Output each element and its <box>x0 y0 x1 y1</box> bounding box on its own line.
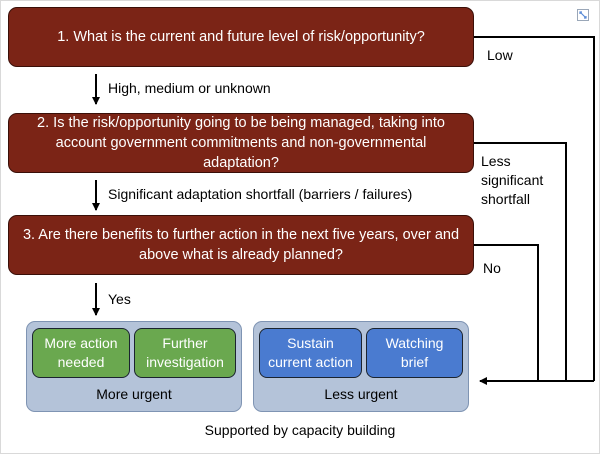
further-investigation-line1: Further <box>162 335 208 351</box>
less-line1: Less <box>481 153 511 169</box>
more-action-needed-box: More action needed <box>32 328 130 378</box>
label-less-significant-shortfall: Less significant shortfall <box>481 152 543 209</box>
less-line3: shortfall <box>481 191 531 207</box>
more-urgent-group: More action needed Further investigation… <box>26 321 242 412</box>
further-investigation-box: Further investigation <box>134 328 236 378</box>
footer-capacity-building: Supported by capacity building <box>204 422 396 438</box>
sustain-current-action-box: Sustain current action <box>259 328 362 378</box>
path-low <box>474 36 595 381</box>
less-urgent-group: Sustain current action Watching brief Le… <box>253 321 469 412</box>
question-2-line1: 2. Is the risk/opportunity going to be b… <box>37 115 445 131</box>
more-urgent-label: More urgent <box>96 386 172 402</box>
sustain-line1: Sustain <box>287 335 334 351</box>
question-1-box: 1. What is the current and future level … <box>8 7 474 67</box>
question-2-box: 2. Is the risk/opportunity going to be b… <box>8 113 474 173</box>
label-significant-shortfall: Significant adaptation shortfall (barrie… <box>108 186 413 202</box>
further-investigation-line2: investigation <box>146 354 224 370</box>
question-3-box: 3. Are there benefits to further action … <box>8 215 474 275</box>
less-urgent-label: Less urgent <box>324 386 398 402</box>
question-1-text: 1. What is the current and future level … <box>57 29 425 45</box>
watching-brief-box: Watching brief <box>366 328 463 378</box>
question-2-line2: account government commitments and non-g… <box>55 135 427 171</box>
label-yes: Yes <box>108 291 131 307</box>
question-3-line2: above what is already planned? <box>139 247 343 263</box>
label-low: Low <box>487 47 513 63</box>
watching-brief-line1: Watching <box>385 335 444 351</box>
more-action-line1: More action <box>44 335 118 351</box>
more-action-line2: needed <box>57 354 105 370</box>
expand-icon[interactable] <box>577 9 589 21</box>
watching-brief-line2: brief <box>400 354 429 370</box>
question-3-line1: 3. Are there benefits to further action … <box>22 227 460 243</box>
label-high-medium-unknown: High, medium or unknown <box>108 80 271 96</box>
path-no <box>474 244 539 381</box>
path-less-significant <box>474 142 567 381</box>
sustain-line2: current action <box>268 354 353 370</box>
label-no: No <box>483 260 501 276</box>
less-line2: significant <box>481 172 544 188</box>
